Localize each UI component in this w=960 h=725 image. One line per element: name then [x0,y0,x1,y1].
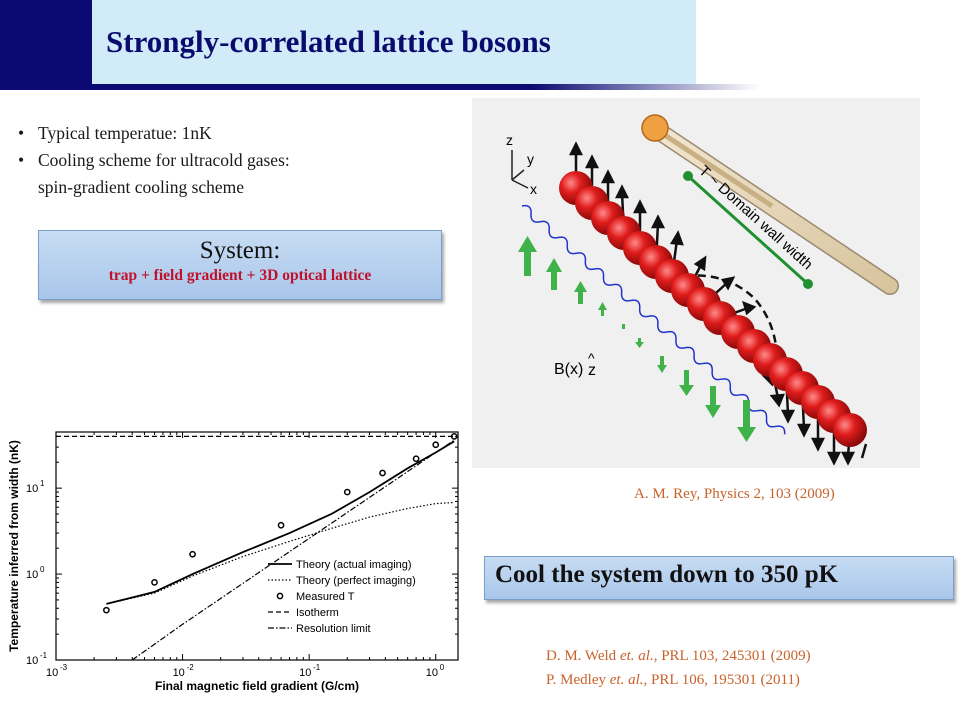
x-tick-label: 10 [426,667,438,679]
field-unit-hat: ^ [588,350,595,366]
bullet-list: • Typical temperatue: 1nK • Cooling sche… [18,120,290,201]
series-line-dashdot [131,439,455,660]
field-unit: z [588,362,596,379]
legend-label: Resolution limit [296,623,371,635]
legend-marker [276,592,284,600]
y-tick-label: 10 [26,569,38,581]
bullet-text: Cooling scheme for ultracold gases: [38,150,290,170]
cool-box-text: Cool the system down to 350 pK [495,561,839,588]
cool-box: Cool the system down to 350 pK [484,556,954,600]
x-tick-label: 10 [299,667,311,679]
slide-title: Strongly-correlated lattice bosons [106,24,551,59]
measured-point [432,441,440,449]
measured-point [379,469,386,477]
reference-weld: D. M. Weld et. al., PRL 103, 245301 (200… [546,644,811,668]
reference-weld-etal: et. al. [619,648,654,664]
bullet-dot: • [18,150,25,170]
reference-rey: A. M. Rey, Physics 2, 103 (2009) [634,486,835,502]
atom-chain [559,171,867,447]
bullet-dot: • [18,123,25,143]
x-tick-label-exponent: -1 [313,663,321,672]
reference-medley-suffix: , PRL 106, 195301 (2011) [643,672,800,688]
measured-point [277,521,285,529]
reference-list: D. M. Weld et. al., PRL 103, 245301 (200… [546,644,811,692]
legend-label: Theory (perfect imaging) [296,575,416,587]
bullet-item: • Typical temperatue: 1nK [18,120,290,147]
reference-weld-suffix: , PRL 103, 245301 (2009) [653,648,811,664]
field-label: B(x) [554,361,583,378]
reference-medley: P. Medley et. al., PRL 106, 195301 (2011… [546,668,811,692]
measured-point [343,488,351,496]
y-tick-label-exponent: 1 [40,479,45,488]
bullet-text: Typical temperatue: 1nK [38,123,212,143]
plot-frame [55,431,459,661]
domain-wall-curve [671,274,778,347]
x-tick-label-exponent: -2 [187,663,195,672]
reference-medley-etal: et. al. [609,672,644,688]
x-axis-label: Final magnetic field gradient (G/cm) [155,679,359,693]
measured-point [412,455,420,463]
system-box: System: trap + field gradient + 3D optic… [38,230,442,300]
spin-chain-illustration: z y x T ~ Domain wall width [506,114,899,466]
title-bar-accent [0,0,92,90]
x-tick-label: 10 [173,667,185,679]
spin-chain-figure: z y x T ~ Domain wall width [472,98,920,468]
title-underline [0,84,760,90]
measured-point [103,606,110,614]
legend-label: Theory (actual imaging) [296,559,412,571]
x-tick-label-exponent: 0 [440,663,445,672]
y-tick-label: 10 [26,655,38,667]
field-gradient-arrows [518,236,756,442]
x-tick-label: 10 [46,667,58,679]
system-title: System: [199,237,281,264]
y-tick-label-exponent: 0 [40,565,45,574]
reference-medley-prefix: P. Medley [546,672,610,688]
thermometer-icon [641,114,899,295]
axis-triad [511,150,529,189]
x-tick-label-exponent: -3 [60,663,68,672]
bullet-item: • Cooling scheme for ultracold gases: [18,147,290,174]
series-line-solid [106,440,455,605]
legend-label: Isotherm [296,607,339,619]
reference-weld-prefix: D. M. Weld [546,648,620,664]
axis-label-z: z [506,132,513,148]
system-subtitle: trap + field gradient + 3D optical latti… [108,267,372,284]
legend-label: Measured T [296,591,355,603]
axis-label-y: y [527,151,534,167]
y-axis-label: Temperature inferred from width (nK) [7,440,21,652]
y-tick-label-exponent: -1 [40,651,48,660]
measured-point [189,550,196,558]
domain-wall-line [683,171,813,289]
axis-label-x: x [530,181,537,197]
series-line-dotted [106,501,455,605]
bullet-continuation: spin-gradient cooling scheme [38,177,245,197]
title-bar [92,0,696,84]
measured-point [151,579,158,586]
field-wave [521,204,786,435]
y-tick-label: 10 [26,483,38,495]
